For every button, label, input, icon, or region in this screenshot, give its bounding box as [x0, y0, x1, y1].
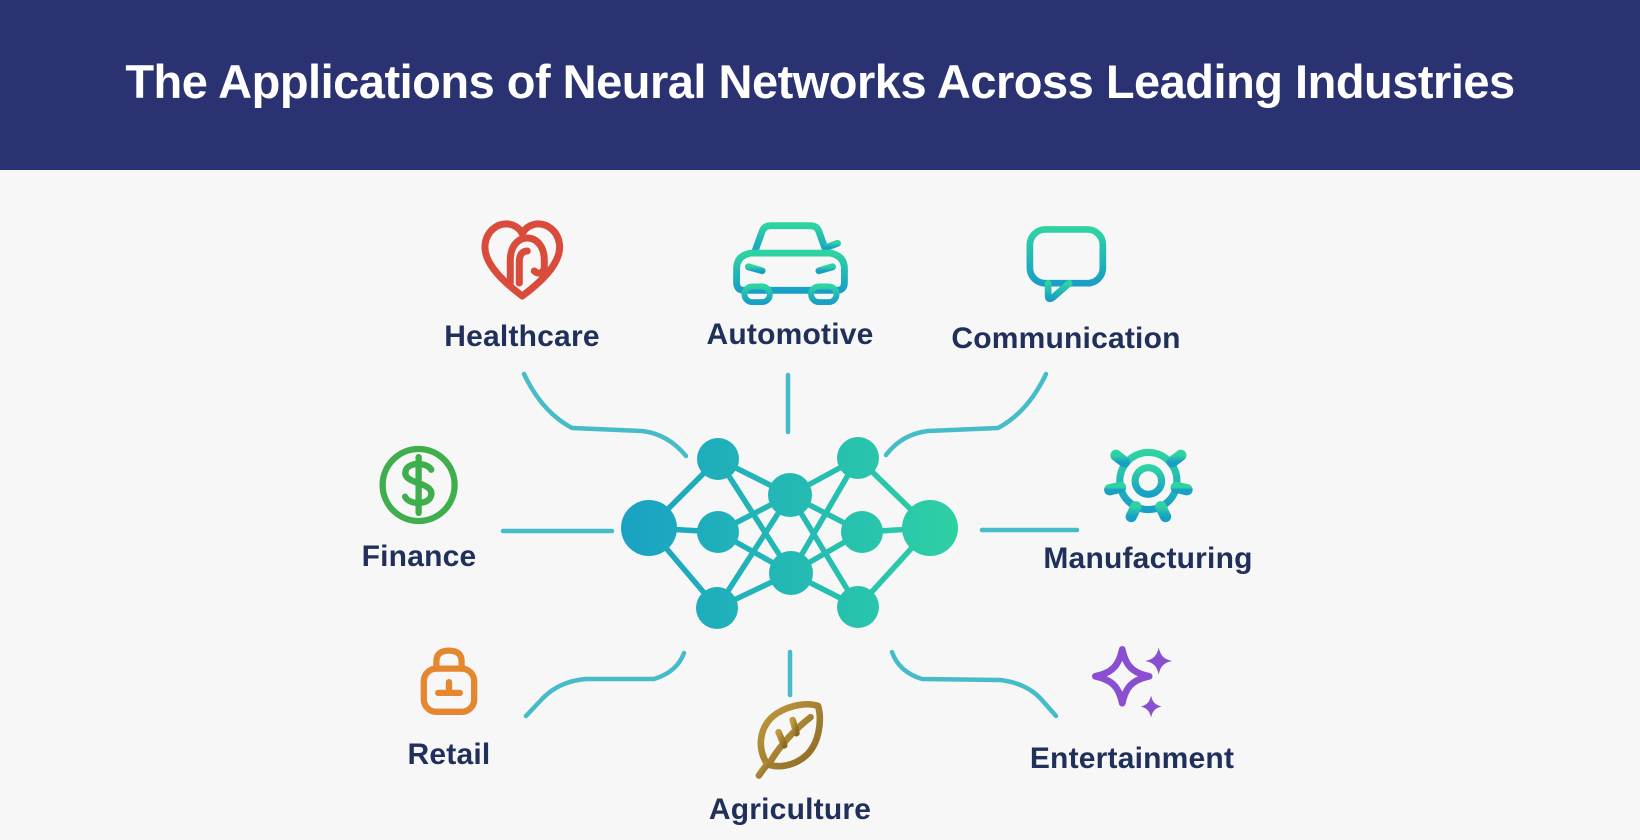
industry-label: Automotive	[706, 318, 874, 351]
industry-automotive: Automotive	[707, 210, 874, 352]
industry-label: Retail	[407, 738, 491, 771]
network-node	[837, 586, 879, 628]
diagram-canvas: Healthcare Automotive	[0, 170, 1640, 840]
neural-network-graphic	[500, 371, 1080, 719]
shopping-bag-icon	[420, 647, 478, 715]
heart-pulse-icon	[481, 220, 563, 300]
chat-bubble-icon	[1026, 226, 1106, 303]
network-node	[837, 437, 879, 479]
dollar-circle-icon	[379, 445, 459, 525]
industry-label: Finance	[361, 540, 477, 573]
gear-icon	[1103, 433, 1193, 523]
industry-finance: Finance	[362, 440, 477, 574]
industry-label: Agriculture	[708, 793, 872, 826]
industry-label: Healthcare	[444, 320, 600, 353]
network-node	[768, 473, 812, 517]
industry-entertainment: Entertainment	[1030, 636, 1234, 776]
page-title: The Applications of Neural Networks Acro…	[125, 54, 1515, 108]
industry-communication: Communication	[951, 216, 1180, 356]
network-nodes	[621, 437, 958, 629]
network-node	[621, 500, 677, 556]
connector-communication	[883, 371, 1049, 458]
network-node	[696, 587, 738, 629]
industry-agriculture: Agriculture	[709, 689, 871, 827]
network-node	[769, 551, 813, 595]
network-node	[697, 511, 739, 553]
connector-retail	[523, 650, 687, 719]
leaf-icon	[755, 701, 824, 779]
network-node	[902, 500, 958, 556]
industry-label: Communication	[951, 322, 1181, 355]
car-icon	[732, 222, 848, 306]
industry-manufacturing: Manufacturing	[1043, 430, 1252, 576]
connector-healthcare	[521, 371, 689, 459]
industry-healthcare: Healthcare	[444, 210, 600, 354]
network-node	[841, 511, 883, 553]
industry-retail: Retail	[404, 638, 494, 772]
header-banner: The Applications of Neural Networks Acro…	[0, 0, 1640, 170]
connector-lines	[500, 371, 1080, 719]
network-node	[697, 438, 739, 480]
connector-entertainment	[889, 649, 1059, 719]
industry-label: Manufacturing	[1043, 542, 1253, 575]
sparkles-icon	[1092, 646, 1173, 718]
industry-label: Entertainment	[1029, 742, 1235, 775]
